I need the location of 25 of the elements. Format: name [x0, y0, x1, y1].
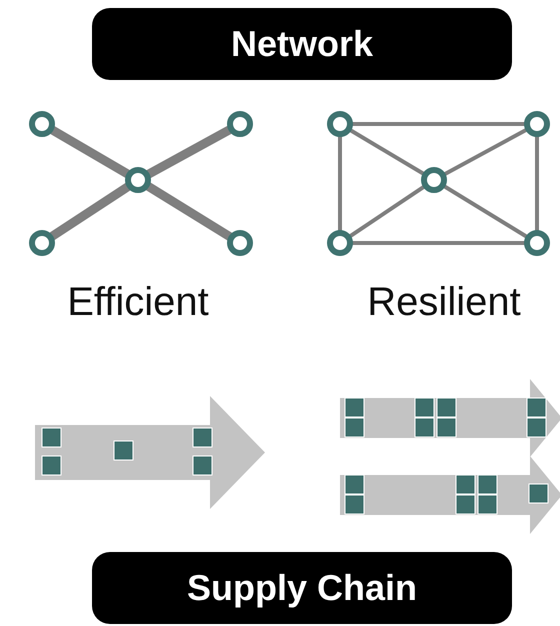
title-banner: Network	[92, 8, 512, 80]
network-node-circle	[421, 167, 447, 193]
caption-banner: Supply Chain	[92, 552, 512, 624]
connector-line	[338, 136, 342, 231]
connector-line	[444, 128, 528, 176]
connector-line	[349, 128, 425, 176]
connector-line	[443, 184, 528, 238]
connector-line	[352, 241, 525, 245]
network-type-label: Efficient	[66, 280, 210, 325]
connector-line	[146, 182, 232, 241]
connector-line	[50, 182, 130, 240]
connector-line	[50, 126, 130, 178]
connector-line	[535, 136, 539, 231]
connector-line	[348, 185, 426, 238]
network-node-circle	[524, 111, 550, 137]
network-node-circle	[327, 111, 353, 137]
network-node-circle	[327, 230, 353, 256]
connector-line	[146, 126, 232, 178]
network-type-label: Resilient	[366, 280, 522, 325]
network-node-circle	[227, 230, 253, 256]
connector-line	[352, 122, 525, 126]
network-node-circle	[29, 111, 55, 137]
network-node-circle	[524, 230, 550, 256]
network-node-circle	[227, 111, 253, 137]
network-node-circle	[29, 230, 55, 256]
